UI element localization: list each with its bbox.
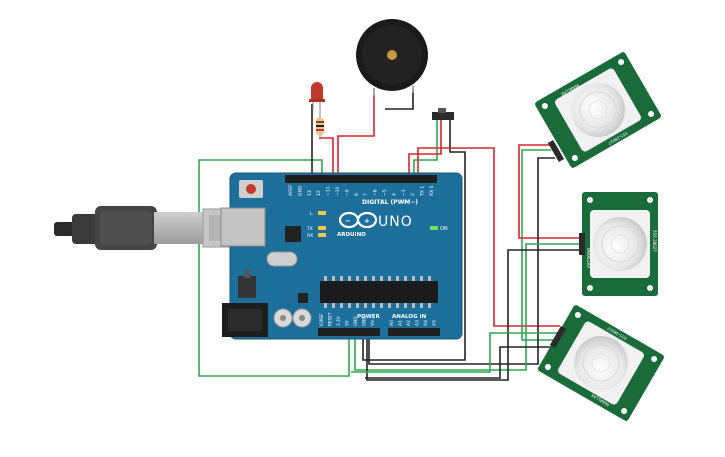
power-label: POWER — [357, 314, 381, 320]
slide-switch[interactable] — [432, 108, 454, 120]
black-wire-sensor2 — [366, 249, 583, 381]
tx-label: TX — [306, 226, 313, 232]
green-wire-switch — [413, 120, 438, 176]
pin-label: 12 — [316, 190, 322, 196]
pin-label: ~6 — [373, 189, 379, 196]
pir-sensor-3[interactable]: PARALLAX 555-28027 — [537, 304, 665, 422]
pir-sensor-2-part: 555-28027 — [652, 230, 657, 252]
uno-label: UNO — [378, 214, 413, 230]
atmega-chip — [320, 281, 438, 303]
analog-header[interactable] — [388, 328, 440, 336]
pin-label: RESET — [328, 312, 333, 326]
pin-label: AREF — [288, 184, 294, 196]
pin-label: 13 — [307, 190, 313, 196]
wires — [198, 92, 583, 381]
digital-header[interactable] — [285, 175, 437, 183]
pin-label: A0 — [389, 320, 395, 326]
pin-label: GND — [353, 316, 358, 326]
red-wire-buzzer — [337, 95, 375, 178]
pin-label: RX 0 — [429, 185, 435, 196]
pin-label: 3.3V — [336, 316, 341, 326]
pin-label: ~9 — [344, 189, 350, 196]
green-wire-sensor3 — [351, 332, 560, 373]
l-label: L — [310, 211, 313, 217]
pin-label: 7 — [363, 193, 369, 196]
rx-label: RX — [307, 233, 313, 239]
pin-label: ~3 — [401, 189, 407, 196]
pin-label: TX 1 — [420, 186, 426, 197]
pin-label: ~5 — [382, 189, 388, 196]
usb-cable — [54, 206, 266, 250]
svg-text:+: + — [364, 217, 370, 225]
arduino-board[interactable]: − + UNO ARDUINO DIGITAL (PWM~) POWER ANA… — [220, 172, 463, 340]
pin-label: 5V — [345, 320, 350, 326]
green-wire-sensor1 — [521, 149, 560, 341]
red-wire-sensor1b — [518, 144, 583, 239]
black-wire-sensor1 — [368, 157, 555, 365]
pir-sensor-1[interactable]: PARALLAX 555-28027 — [534, 51, 662, 169]
pin-label: A3 — [415, 320, 421, 326]
green-wire-loop — [198, 159, 350, 377]
pir-sensor-3-connector — [549, 325, 567, 349]
red-wire-switch — [408, 120, 442, 176]
digital-label: DIGITAL (PWM~) — [362, 199, 418, 206]
pin-label: A4 — [423, 320, 429, 326]
brand-label: ARDUINO — [337, 232, 366, 238]
pir-sensor-2-connector — [579, 233, 585, 255]
arduino-logo — [338, 211, 378, 229]
pir-sensor-2-label: PARALLAX — [586, 248, 591, 269]
power-header[interactable] — [318, 328, 380, 336]
svg-text:−: − — [345, 217, 351, 225]
pin-label: IOREF — [319, 313, 324, 326]
black-wire-buzzer — [385, 92, 414, 110]
pin-label: ~10 — [335, 186, 341, 196]
black-wire-switch — [362, 120, 466, 361]
piezo-buzzer[interactable] — [356, 19, 428, 96]
pin-label: A5 — [432, 320, 438, 326]
red-led[interactable] — [309, 82, 325, 113]
resistor[interactable] — [316, 112, 324, 140]
pin-label: 2 — [410, 193, 416, 196]
pin-label: Vin — [370, 319, 375, 326]
pin-label: A1 — [398, 320, 404, 326]
analog-label: ANALOG IN — [392, 314, 427, 320]
red-wire-sensor1 — [417, 147, 560, 327]
pin-label: A2 — [406, 320, 412, 326]
pir-sensor-2[interactable]: PARALLAX 555-28027 — [582, 192, 658, 296]
red-wire-led — [319, 137, 334, 178]
pin-label: ~11 — [326, 186, 332, 196]
on-label: ON — [440, 226, 448, 232]
green-wire-sensor2 — [354, 243, 583, 371]
pin-label: GND — [297, 185, 303, 196]
pir-sensor-1-connector — [547, 139, 565, 163]
pin-label: 4 — [391, 193, 397, 196]
pin-label: GND — [362, 316, 367, 326]
black-wire-sensor3 — [365, 346, 562, 379]
usb-jack — [220, 207, 266, 247]
pin-label: 8 — [354, 193, 360, 196]
